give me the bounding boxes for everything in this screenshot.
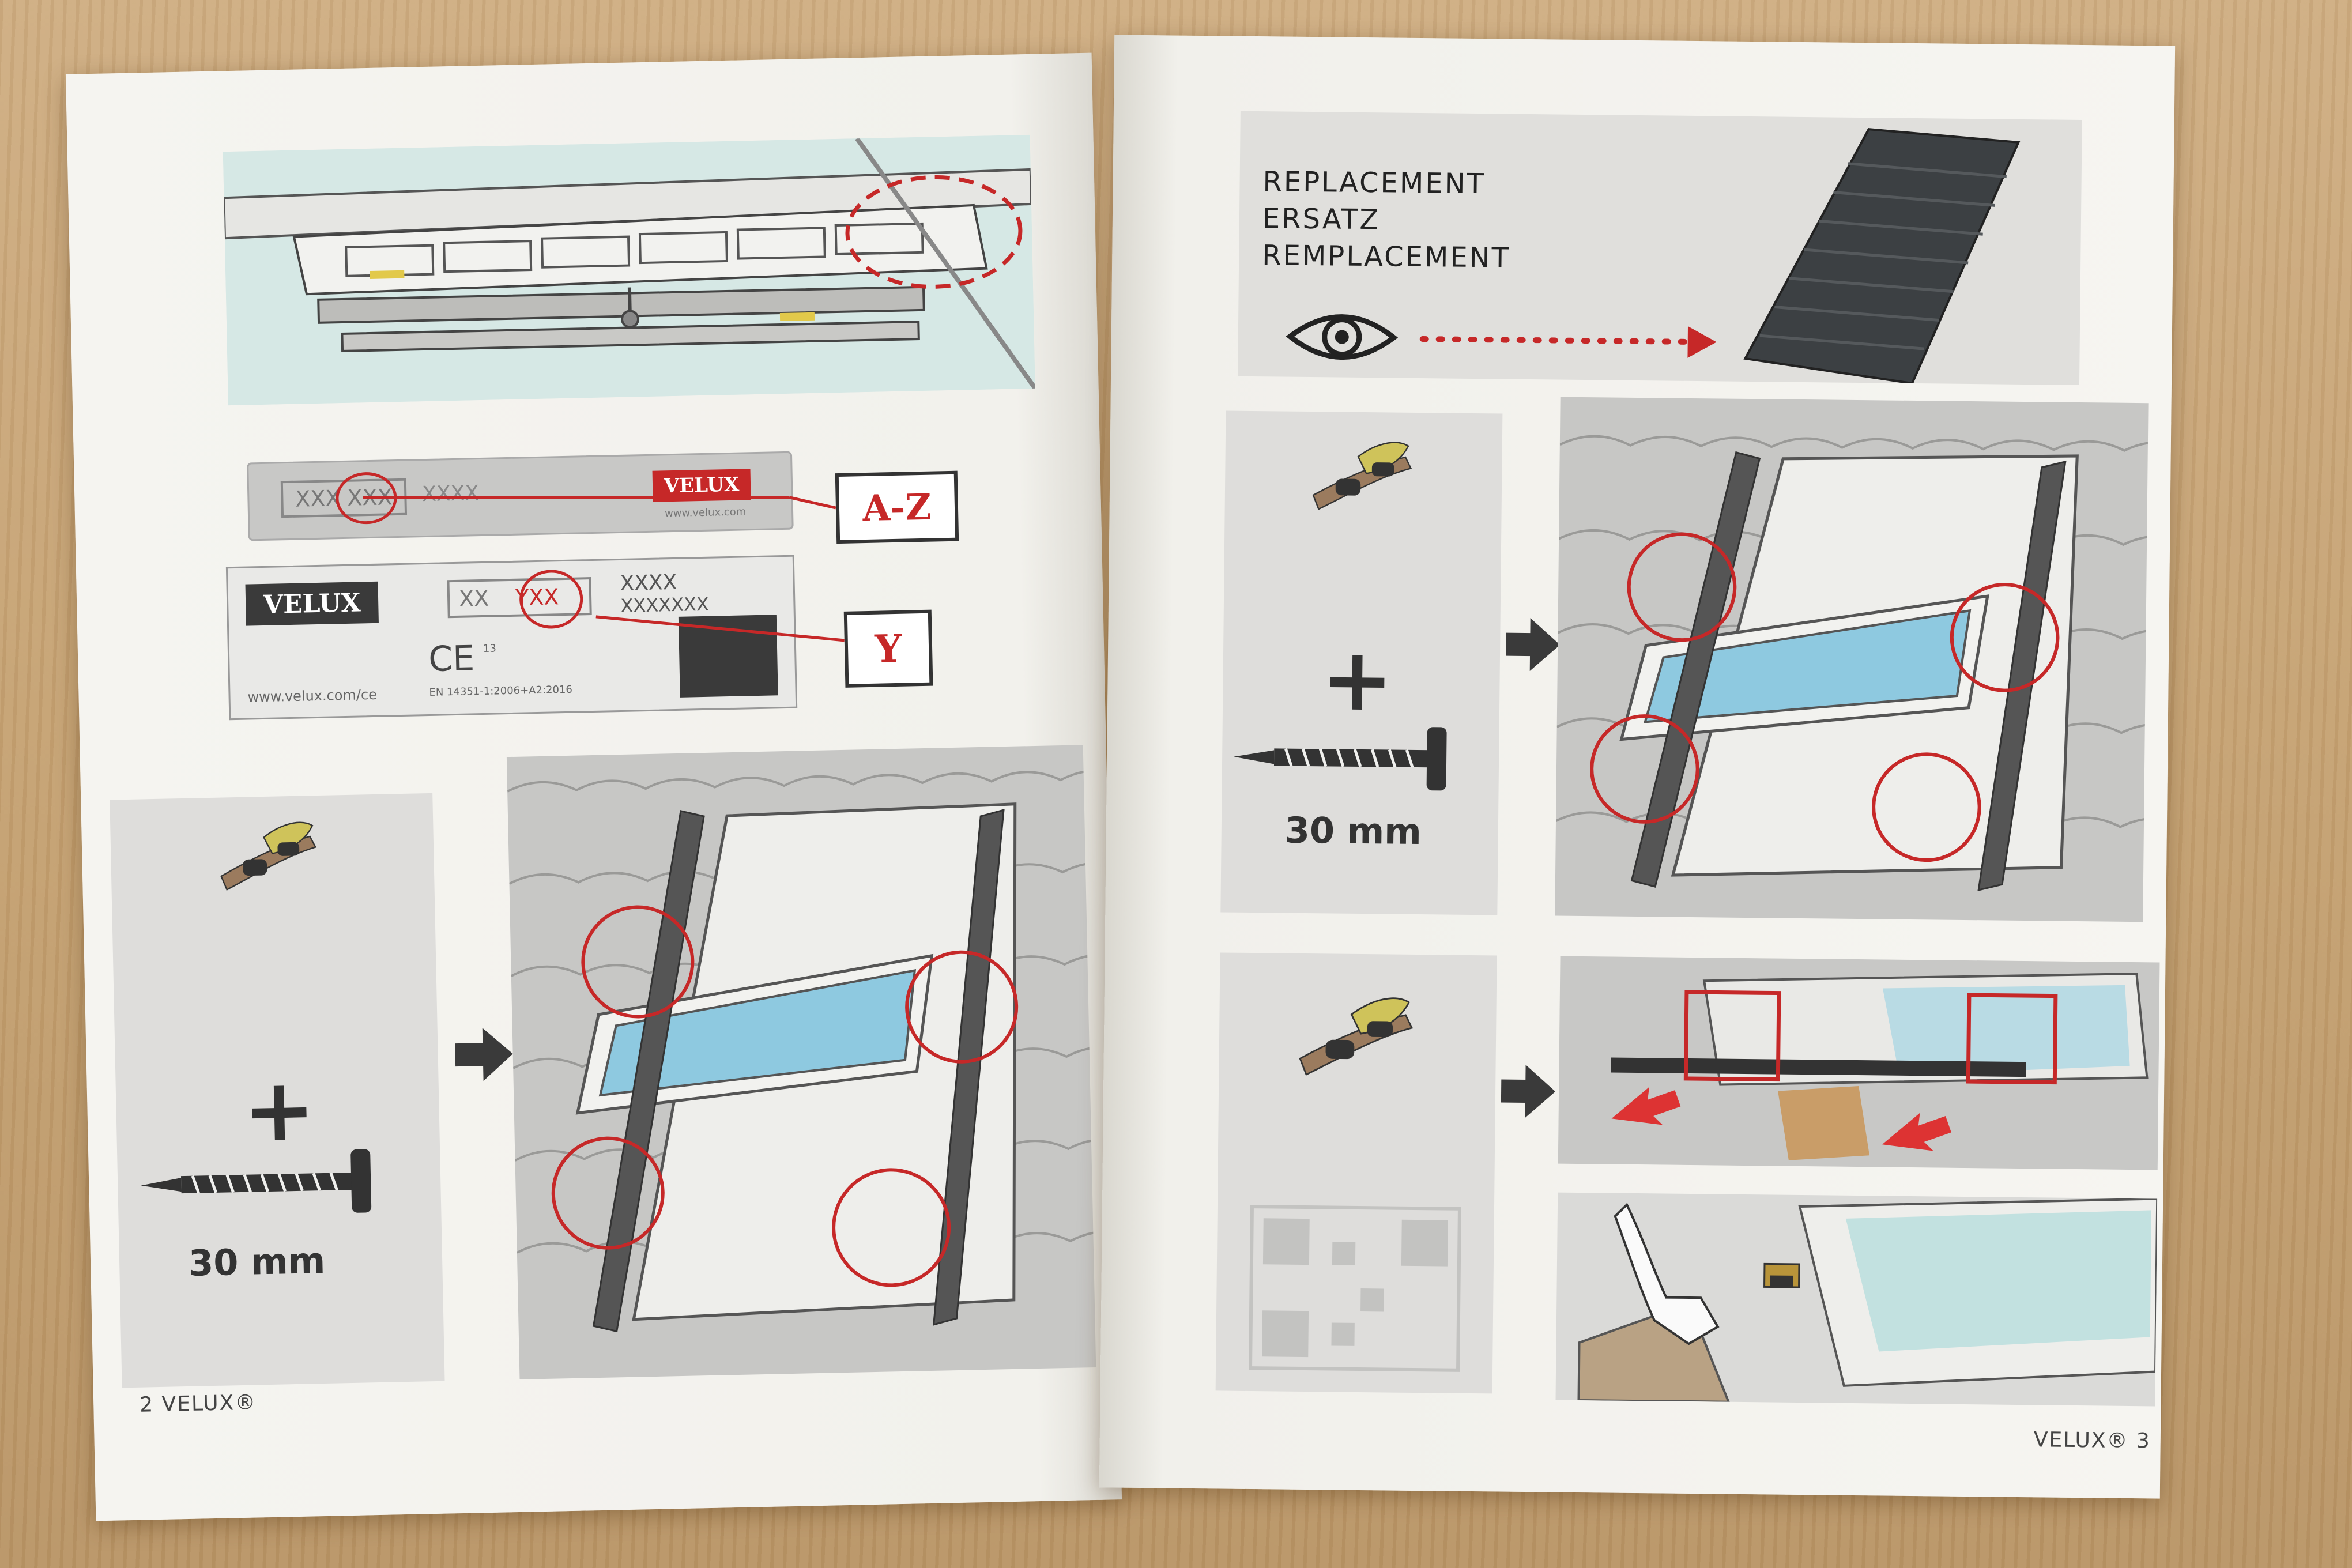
manual-page-left: XXX XXX XXXX VELUX www.velux.com VELUX X…	[65, 52, 1122, 1521]
arrow-right-icon-mid	[1506, 632, 1532, 657]
arrow-right-icon	[455, 1043, 485, 1067]
callout-a-z: A-Z	[835, 470, 959, 544]
plus-sign-right: +	[1320, 630, 1394, 731]
roof-window-drawing	[507, 769, 1096, 1333]
roof-install-illustration-right	[1555, 397, 2149, 922]
window-top-illustration	[223, 134, 1035, 406]
parts-panel-right-top: + 30 mm	[1220, 410, 1503, 915]
plate-leader-lines	[363, 496, 845, 642]
manual-page-right: REPLACEMENT ERSATZ REMPLACEMENT	[1099, 35, 2176, 1499]
screw-length-label: 30 mm	[188, 1239, 326, 1284]
hand-installation-drawing	[1577, 1197, 2158, 1403]
adhesive-strip-icon-bottom	[1299, 997, 1414, 1076]
bracket-removal-illustration	[1558, 956, 2160, 1170]
screw-icon-right	[1234, 727, 1447, 791]
roof-window-drawing-right	[1555, 435, 2149, 892]
screw-length-label-right: 30 mm	[1284, 809, 1422, 853]
dotted-arrow	[1419, 128, 2021, 385]
adhesive-strip-icon	[220, 821, 317, 891]
eye-icon	[1286, 314, 1399, 360]
page-number-right: VELUX® 3	[2033, 1428, 2151, 1453]
parts-panel-right-bottom	[1215, 952, 1497, 1394]
qr-code-icon	[1249, 1205, 1461, 1372]
callout-y: Y	[843, 609, 933, 688]
page-number-left: 2 VELUX®	[139, 1390, 257, 1417]
parts-panel-left: + 30 mm	[110, 793, 445, 1388]
arrow-right-icon-bottom-head	[1525, 1065, 1556, 1118]
screw-icon	[141, 1149, 372, 1213]
roof-install-illustration-left	[506, 745, 1096, 1379]
window-top-drawing	[223, 134, 1035, 406]
arrow-right-icon-head	[482, 1027, 514, 1081]
dashed-highlight-circle	[845, 175, 1023, 289]
replacement-panel: REPLACEMENT ERSATZ REMPLACEMENT	[1238, 111, 2082, 385]
hand-installation-illustration	[1555, 1192, 2158, 1407]
adhesive-strip-icon-right	[1312, 442, 1412, 510]
bracket-removal-drawing	[1558, 956, 2160, 1170]
arrow-right-icon-mid-head	[1529, 618, 1561, 672]
arrow-right-icon-bottom	[1501, 1079, 1527, 1103]
